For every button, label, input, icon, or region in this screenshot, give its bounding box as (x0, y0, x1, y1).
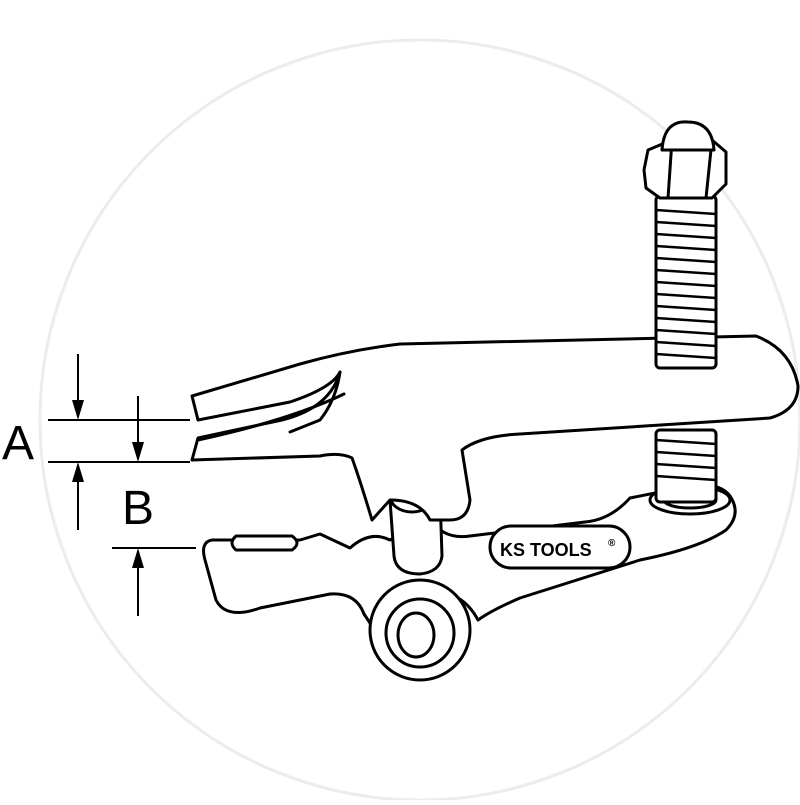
upper-fork-arm (190, 334, 800, 522)
brand-logo-ks: KS (500, 540, 525, 560)
lower-arm (202, 483, 737, 628)
brand-logo-tools: TOOLS (530, 540, 592, 560)
brand-badge (488, 524, 632, 570)
dim-b-arrowhead-down (132, 442, 144, 462)
brand-logo-registered: ® (608, 538, 616, 549)
dimension-label-b: B (122, 482, 155, 535)
dimension-arrowheads (72, 400, 144, 568)
dim-a-arrowhead-up (72, 462, 84, 482)
lower-pivot-hole (396, 611, 436, 659)
dimension-label-a: A (2, 417, 35, 470)
hex-nut (642, 138, 728, 200)
bolt-dome-head (660, 120, 716, 152)
fork-mouth-line (288, 370, 342, 434)
bolt-thread-lines (655, 208, 717, 482)
dim-a-arrowhead-down (72, 400, 84, 420)
lower-arm-slot (230, 534, 299, 552)
dim-b-arrowhead-up (132, 548, 144, 568)
